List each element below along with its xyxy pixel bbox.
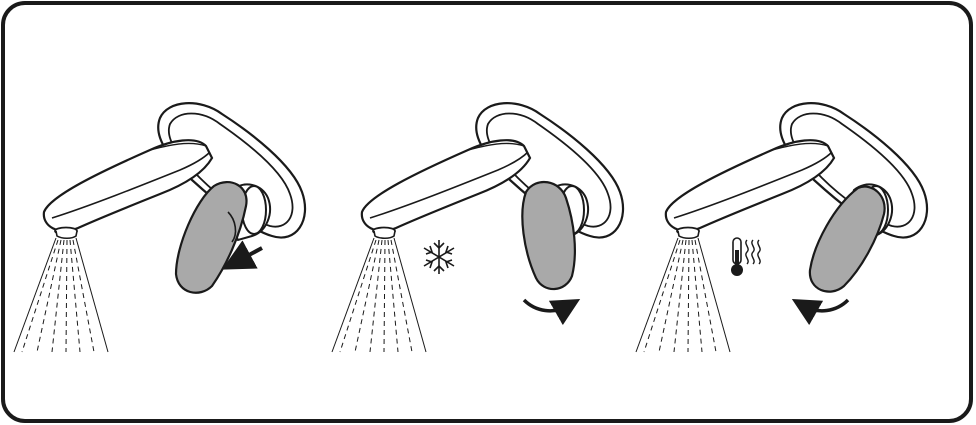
rotate-arrow-icon (791, 298, 850, 326)
lever-handle-2 (521, 181, 576, 291)
lever-handle-3 (808, 185, 886, 293)
lever-handle-1 (174, 180, 248, 294)
thermometer-heat-icon (731, 237, 761, 276)
panel-1 (13, 102, 307, 353)
panel-2 (331, 102, 625, 353)
panel-3 (635, 102, 929, 353)
snowflake-icon (423, 240, 455, 274)
arrow-icon (221, 240, 263, 270)
rotate-arrow-icon (522, 298, 581, 326)
